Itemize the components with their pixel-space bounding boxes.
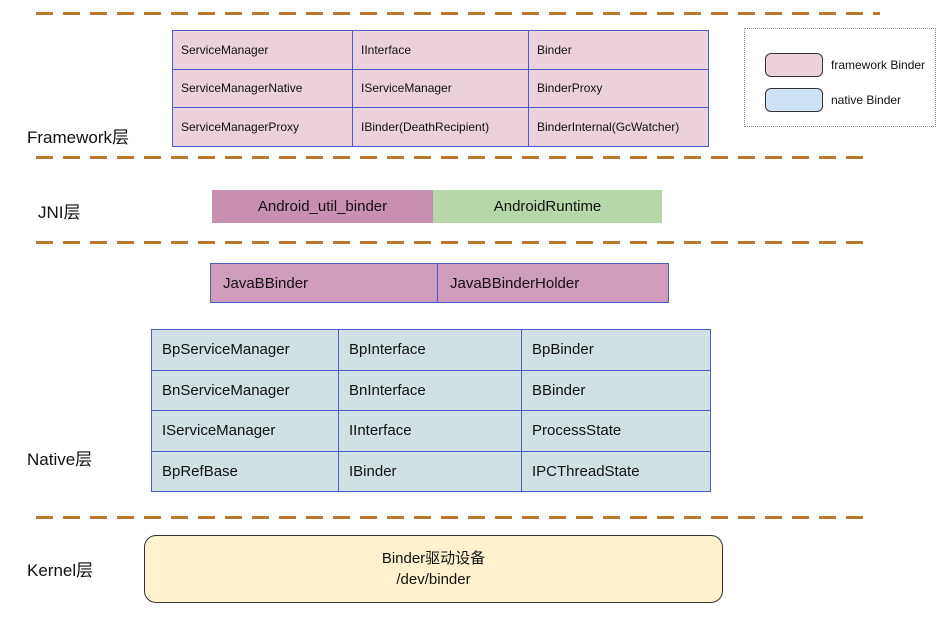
table-cell: BpServiceManager (151, 329, 338, 370)
legend-label: native Binder (831, 93, 902, 107)
legend-item-framework-binder: framework Binder (765, 53, 925, 77)
android-util-binder-box: Android_util_binder (212, 190, 433, 223)
table-cell: BpRefBase (151, 450, 338, 491)
table-cell: ServiceManager (172, 30, 352, 69)
layer-separator-native-kernel (36, 516, 866, 519)
table-cell: IBinder (338, 450, 521, 491)
layer-separator-framework-jni (36, 156, 866, 159)
binder-driver-box: Binder驱动设备 /dev/binder (144, 535, 723, 603)
native-layer-label: Native层 (27, 450, 93, 469)
layer-separator-top (36, 12, 880, 15)
table-cell: IInterface (352, 30, 528, 69)
kernel-layer-label: Kernel层 (27, 561, 94, 580)
layer-separator-jni-native (36, 241, 866, 244)
binder-driver-title: Binder驱动设备 (381, 550, 486, 567)
table-cell: ServiceManagerNative (172, 68, 352, 108)
table-cell: IServiceManager (352, 68, 528, 108)
table-cell: BinderProxy (528, 68, 708, 108)
android-runtime-box: AndroidRuntime (433, 190, 662, 223)
native-binder-swatch (765, 88, 823, 112)
table-cell: BBinder (521, 369, 710, 410)
framework-binder-swatch (765, 53, 823, 77)
table-cell: ProcessState (521, 410, 710, 451)
table-cell: BpBinder (521, 329, 710, 370)
table-cell: BnServiceManager (151, 369, 338, 410)
table-cell: IBinder(DeathRecipient) (352, 107, 528, 146)
legend-item-native-binder: native Binder (765, 88, 901, 112)
framework-layer-label: Framework层 (27, 128, 130, 147)
native-binder-table: BpServiceManager BpInterface BpBinder Bn… (151, 329, 711, 492)
legend-label: framework Binder (831, 58, 926, 72)
javabbinder-cell: JavaBBinder (210, 263, 437, 302)
table-cell: BpInterface (338, 329, 521, 370)
legend: framework Binder native Binder (744, 28, 936, 127)
javabbinderholder-cell: JavaBBinderHolder (437, 263, 668, 302)
table-cell: Binder (528, 30, 708, 69)
framework-binder-table: ServiceManager IInterface Binder Service… (172, 30, 709, 147)
javabbinder-table: JavaBBinder JavaBBinderHolder (210, 263, 669, 303)
table-cell: BinderInternal(GcWatcher) (528, 107, 708, 146)
binder-driver-path: /dev/binder (396, 571, 471, 588)
table-cell: ServiceManagerProxy (172, 107, 352, 146)
jni-layer-label: JNI层 (38, 203, 81, 222)
table-cell: IPCThreadState (521, 450, 710, 491)
table-cell: BnInterface (338, 369, 521, 410)
table-cell: IServiceManager (151, 410, 338, 451)
table-cell: IInterface (338, 410, 521, 451)
